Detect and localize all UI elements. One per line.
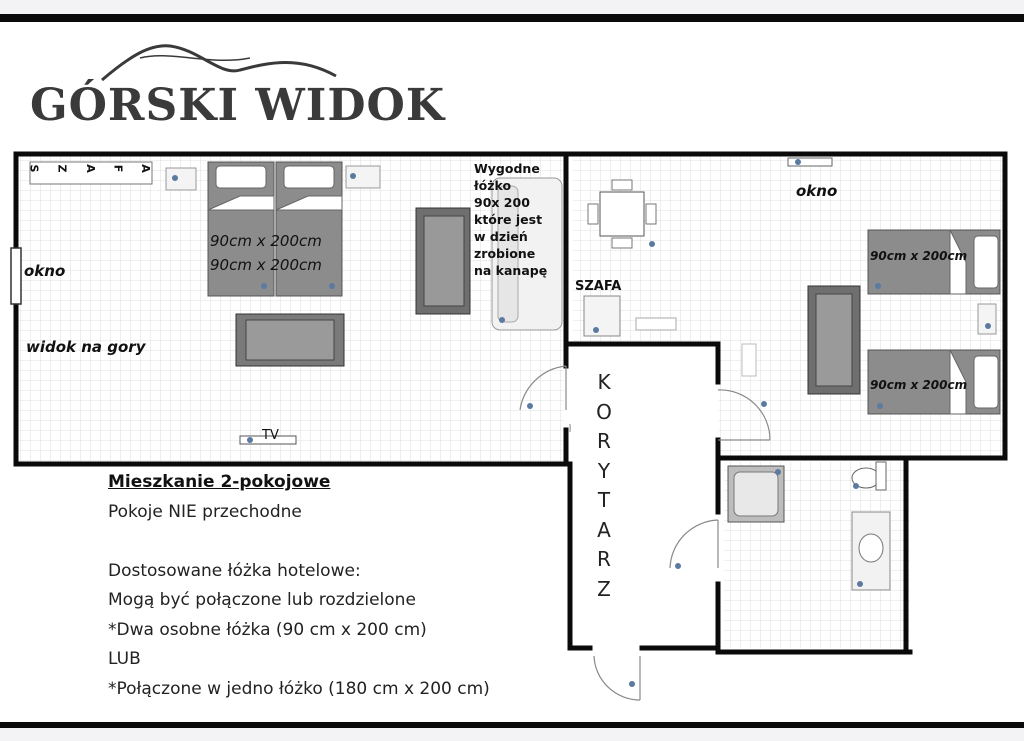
bed-size-label-right: 90cm x 200cm xyxy=(870,378,968,392)
mountain-icon xyxy=(101,44,337,82)
corridor-letter: R xyxy=(597,429,611,453)
info-line: *Dwa osobne łóżka (90 cm x 200 cm) xyxy=(108,619,427,640)
corridor-letter: A xyxy=(597,517,611,542)
wardrobe-letter: Z xyxy=(55,164,69,173)
tv-label: TV xyxy=(262,428,279,443)
wardrobe-letter: F xyxy=(111,164,125,173)
info-line: *Połączone w jedno łóżko (180 cm x 200 c… xyxy=(108,678,490,699)
top-margin-bar xyxy=(0,0,1024,14)
corridor-label: K O R Y T A R Z xyxy=(592,368,616,604)
bottom-margin-bar xyxy=(0,728,1024,741)
corridor-letter: R xyxy=(597,547,611,571)
bed-size-label: 90cm x 200cm xyxy=(210,256,322,274)
info-line: Mogą być połączone lub rozdzielone xyxy=(108,590,416,610)
wardrobe-label: SZAFA xyxy=(575,279,622,294)
bed-size-label: 90cm x 200cm xyxy=(210,232,322,250)
sofa-note-line: łóżko xyxy=(474,178,512,193)
sofa-note-line: na kanapę xyxy=(474,263,548,278)
corridor-letter: T xyxy=(597,488,611,512)
wardrobe-letter: S xyxy=(27,164,41,173)
sofa-note-line: które jest xyxy=(474,212,543,227)
sofa-note-line: zrobione xyxy=(474,246,536,261)
wardrobe-letter: A xyxy=(83,164,97,173)
info-line: Pokoje NIE przechodne xyxy=(108,501,302,522)
logo-title: GÓRSKI WIDOK xyxy=(30,80,446,131)
corridor-letter: O xyxy=(596,399,612,424)
wardrobe-letter: A xyxy=(139,164,153,173)
sofa-note-line: 90x 200 xyxy=(474,195,530,210)
apartment-info: Mieszkanie 2-pokojowe Pokoje NIE przecho… xyxy=(108,468,490,704)
frame-bottom-border xyxy=(0,722,1024,728)
info-line: LUB xyxy=(108,649,141,669)
frame-top-border xyxy=(0,14,1024,22)
apartment-title: Mieszkanie 2-pokojowe xyxy=(108,472,331,492)
sofa-bed-note: Wygodne łóżko 90x 200 które jest w dzień… xyxy=(474,160,547,279)
view-label: widok na gory xyxy=(26,338,146,356)
window-label-right: okno xyxy=(796,182,838,200)
corridor-letter: Y xyxy=(597,458,611,483)
corridor-letter: Z xyxy=(597,576,611,601)
sofa-note-line: Wygodne xyxy=(474,161,540,176)
bed-size-label-right: 90cm x 200cm xyxy=(870,249,968,263)
info-spacer xyxy=(108,527,490,557)
info-line: Dostosowane łóżka hotelowe: xyxy=(108,560,361,581)
sofa-note-line: w dzień xyxy=(474,229,528,244)
window-label: okno xyxy=(24,262,66,280)
corridor-letter: K xyxy=(597,370,611,394)
wardrobe-label-vertical: S Z A F A xyxy=(27,162,153,175)
